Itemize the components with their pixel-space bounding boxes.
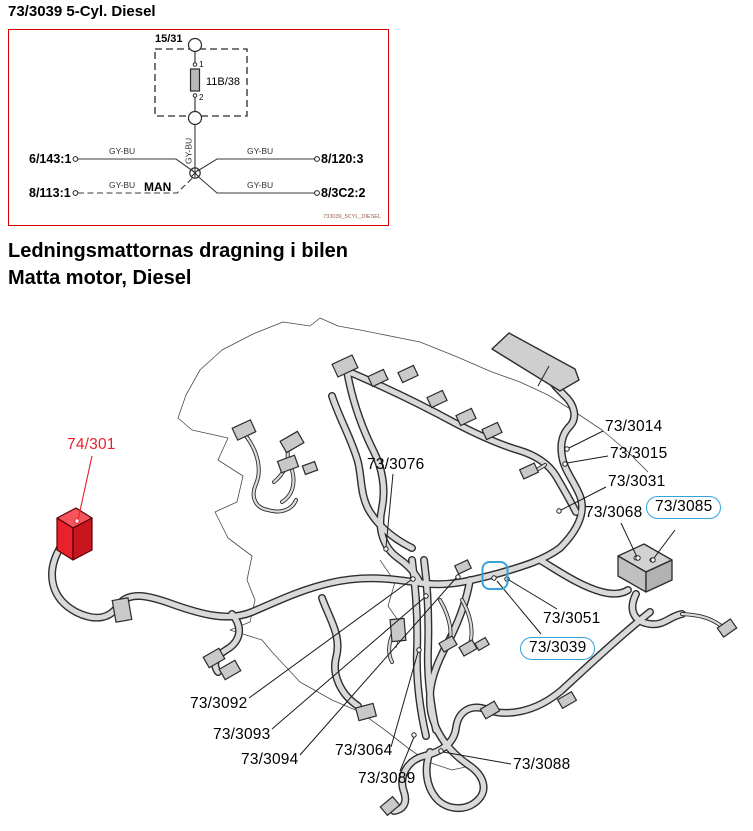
pin-2-symbol [192, 93, 198, 98]
harness-illustration: 74/301 73/3076 73/3014 73/3015 73/3031 7… [0, 310, 753, 831]
callout-74-301: 74/301 [67, 436, 116, 453]
schematic-watermark: 733039_5CYL_DIESEL [323, 214, 381, 220]
blue-location-marker [481, 561, 509, 590]
callout-73-3076: 73/3076 [367, 456, 425, 473]
man-gearbox-note: MAN [144, 180, 171, 194]
section-headings: Ledningsmattornas dragning i bilen Matta… [8, 238, 348, 292]
vertical-wire-color-label: GY-BU [184, 138, 194, 164]
junction-box-component [617, 543, 673, 593]
callout-73-3089: 73/3089 [358, 770, 416, 787]
red-component-74-301 [56, 507, 93, 561]
left-bottom-wire-color: GY-BU [109, 180, 135, 190]
terminal-8-120-label: 8/120:3 [321, 152, 363, 166]
harness-drawing [0, 317, 738, 817]
terminal-8-3C2-point [314, 190, 320, 196]
harness-connectors [111, 354, 738, 817]
callout-leader-lines [77, 430, 676, 772]
callout-73-3031: 73/3031 [608, 473, 666, 490]
terminal-8-120-point [314, 156, 320, 162]
callout-73-3088: 73/3088 [513, 756, 571, 773]
terminal-8-3C2-label: 8/3C2:2 [321, 186, 366, 200]
callout-73-3092: 73/3092 [190, 695, 248, 712]
callout-73-3064: 73/3064 [335, 742, 393, 759]
section-heading-line2: Matta motor, Diesel [8, 267, 192, 289]
top-connector-label: 15/31 [155, 33, 183, 45]
terminal-6-143-point [72, 156, 79, 162]
callout-73-3085: 73/3085 [646, 496, 722, 519]
attachment-point-marks [74, 446, 656, 754]
callout-73-3093: 73/3093 [213, 726, 271, 743]
flat-conduit [491, 332, 580, 392]
callout-73-3068: 73/3068 [585, 504, 643, 521]
callout-73-3039: 73/3039 [520, 637, 596, 660]
callout-73-3051: 73/3051 [543, 610, 601, 627]
terminal-8-113-label: 8/113:1 [29, 186, 71, 200]
section-heading-line1: Ledningsmattornas dragning i bilen [8, 240, 349, 262]
page-title: 73/3039 5-Cyl. Diesel [8, 3, 156, 20]
fuse-symbol [189, 68, 201, 92]
right-top-wire-color: GY-BU [247, 146, 273, 156]
left-top-wire-color: GY-BU [109, 146, 135, 156]
terminal-8-113-point [72, 190, 79, 196]
component-label: 11B/38 [206, 76, 240, 88]
callout-73-3015: 73/3015 [610, 445, 668, 462]
pin-1-symbol [192, 62, 198, 67]
terminal-6-143-label: 6/143:1 [29, 152, 71, 166]
schematic-panel: 15/31 1 11B/38 2 GY-BU 6/143:1 [8, 29, 389, 226]
callout-73-3014: 73/3014 [605, 418, 663, 435]
engine-outline [177, 317, 649, 771]
pin-1-label: 1 [199, 60, 204, 69]
callout-73-3094: 73/3094 [241, 751, 299, 768]
right-bottom-wire-color: GY-BU [247, 180, 273, 190]
circuit-schematic: 15/31 1 11B/38 2 GY-BU 6/143:1 [29, 33, 381, 220]
component-bottom-connector-symbol [187, 110, 203, 126]
connector-15-31-symbol [187, 37, 203, 53]
pin-2-label: 2 [199, 93, 204, 102]
